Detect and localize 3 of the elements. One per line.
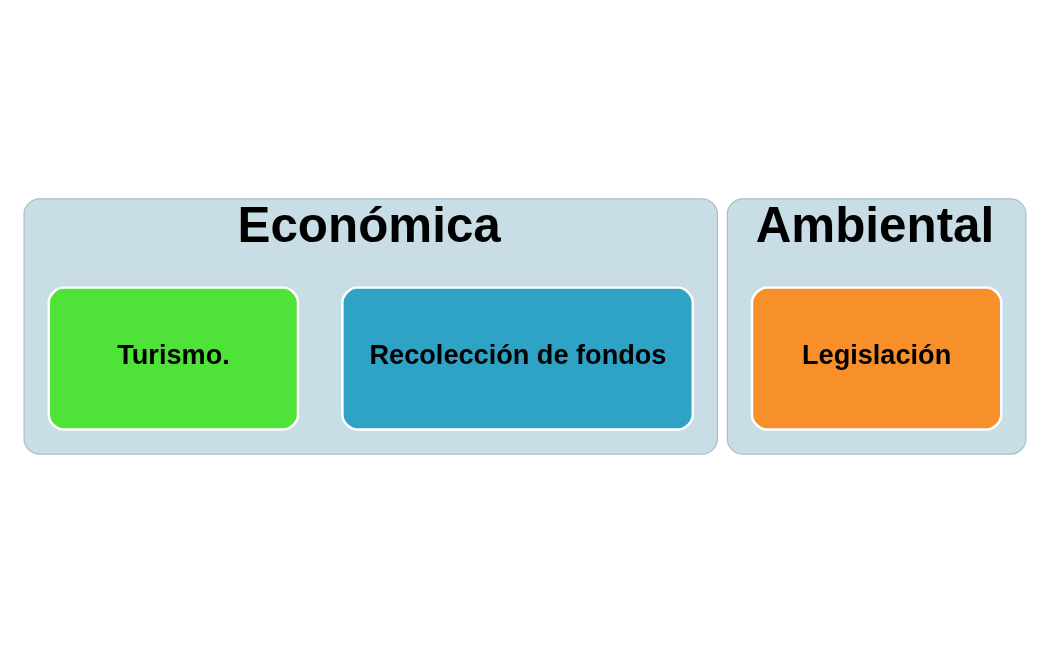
node-box: Turismo. [47,285,300,431]
node-box: Legislación [750,285,1003,431]
node-box: Recolección de fondos [341,285,695,431]
